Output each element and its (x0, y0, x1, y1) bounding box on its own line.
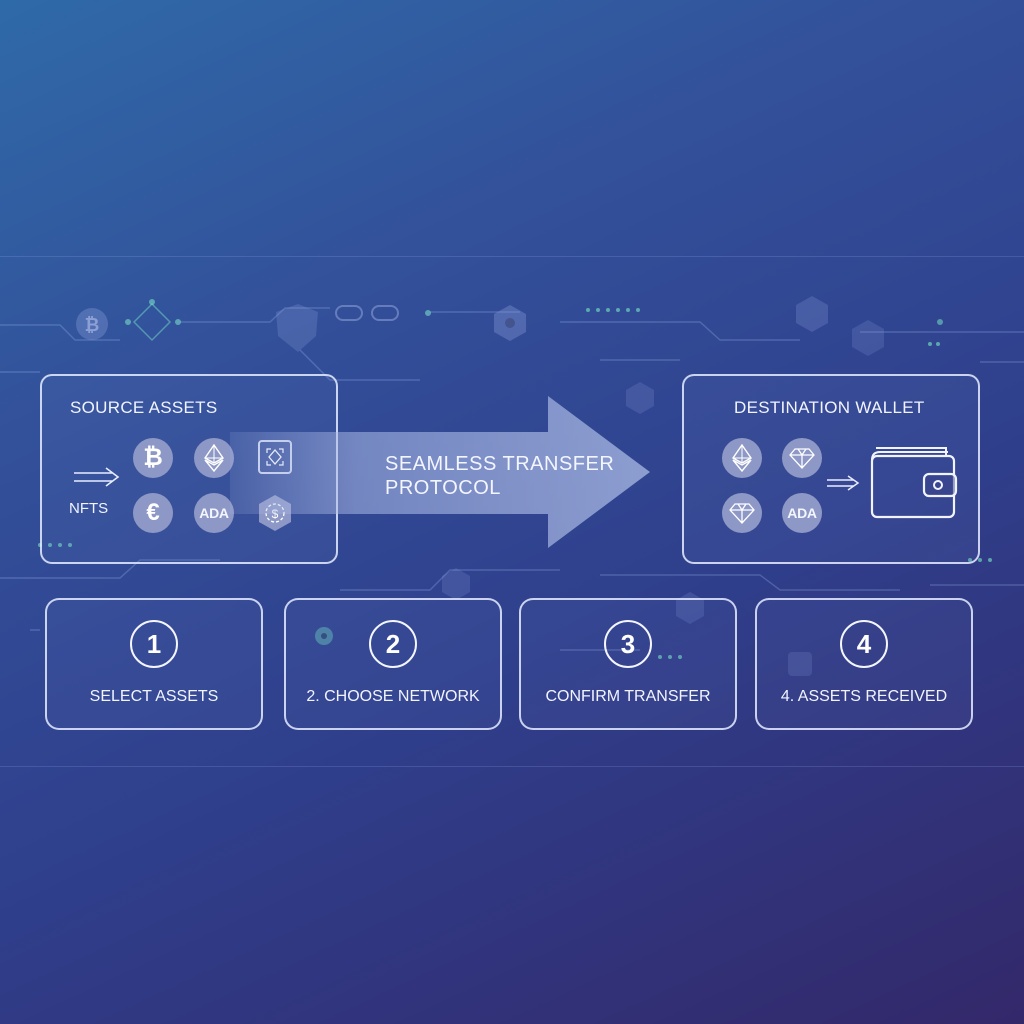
step-number-badge: 1 (130, 620, 178, 668)
step-card-4[interactable]: 4 4. ASSETS RECEIVED (755, 598, 973, 730)
arrow-right-icon (827, 475, 860, 491)
step-card-3[interactable]: 3 CONFIRM TRANSFER (519, 598, 737, 730)
diamond-icon[interactable] (782, 438, 822, 478)
ada-label: ADA (199, 505, 229, 521)
band-divider-bottom (0, 766, 1024, 767)
step-number-badge: 4 (840, 620, 888, 668)
transfer-line-1: SEAMLESS TRANSFER (385, 453, 615, 475)
step-number-badge: 3 (604, 620, 652, 668)
destination-wallet-panel: DESTINATION WALLET (682, 374, 980, 564)
bitcoin-icon[interactable]: ₿ (133, 438, 173, 478)
diamond-icon[interactable] (722, 493, 762, 533)
source-assets-title: SOURCE ASSETS (70, 398, 218, 417)
transfer-arrow (230, 396, 650, 548)
step-label: CONFIRM TRANSFER (545, 688, 711, 705)
ada-coin-icon[interactable]: ADA (782, 493, 822, 533)
svg-text:₿: ₿ (85, 315, 100, 335)
step-label: 2. CHOOSE NETWORK (306, 688, 480, 705)
step-label: 4. ASSETS RECEIVED (780, 688, 948, 705)
ethereum-icon[interactable] (194, 438, 234, 478)
ada-coin-icon[interactable]: ADA (194, 493, 234, 533)
ada-label: ADA (787, 505, 817, 521)
band-divider-top (0, 256, 1024, 257)
transfer-line-2: PROTOCOL (385, 477, 501, 499)
ethereum-icon[interactable] (722, 438, 762, 478)
step-number-badge: 2 (369, 620, 417, 668)
step-card-1[interactable]: 1 SELECT ASSETS (45, 598, 263, 730)
step-label: SELECT ASSETS (89, 688, 219, 705)
nfts-label: NFTS (69, 500, 109, 517)
double-arrow-right-icon (74, 467, 120, 487)
step-card-2[interactable]: 2 2. CHOOSE NETWORK (284, 598, 502, 730)
euro-icon[interactable]: € (133, 493, 173, 533)
wallet-icon[interactable] (868, 442, 962, 522)
transfer-protocol-label: SEAMLESS TRANSFER PROTOCOL (385, 452, 614, 500)
destination-wallet-title: DESTINATION WALLET (734, 398, 925, 417)
